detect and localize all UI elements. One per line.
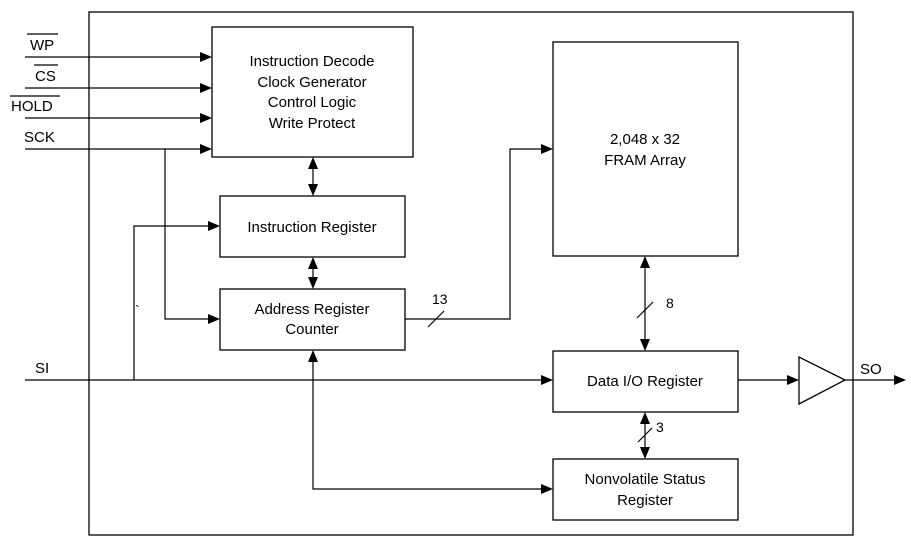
data-bus-slash <box>636 301 654 319</box>
sck-signal: SCK <box>24 129 220 324</box>
wp-label: WP <box>30 37 54 54</box>
status-bus: 3 <box>637 412 664 459</box>
control-instruction-bus <box>308 157 318 196</box>
status-bus-slash <box>637 427 653 443</box>
address-bus-slash <box>427 310 445 328</box>
address-register-block: Address Register Counter <box>219 288 406 351</box>
so-signal: SO <box>738 361 906 385</box>
address-register-line-1: Address Register <box>254 301 369 318</box>
instruction-address-bus <box>308 257 318 289</box>
data-bus: 8 <box>636 256 674 351</box>
so-label: SO <box>860 361 882 378</box>
status-bus-width: 3 <box>656 419 664 435</box>
data-bus-width: 8 <box>666 295 674 311</box>
address-bus: 13 <box>405 144 553 328</box>
cs-label: CS <box>35 68 56 85</box>
address-bus-width: 13 <box>432 291 448 307</box>
wp-signal: WP <box>25 33 212 62</box>
output-buffer <box>798 355 847 406</box>
control-line-3: Control Logic <box>268 94 357 111</box>
fram-array-block: 2,048 x 32 FRAM Array <box>552 41 739 257</box>
status-register-line-1: Nonvolatile Status <box>585 471 706 488</box>
address-register-line-2: Counter <box>285 321 338 338</box>
status-register-line-2: Register <box>617 492 673 509</box>
si-label: SI <box>35 360 49 377</box>
control-line-2: Clock Generator <box>257 74 366 91</box>
instruction-register-label: Instruction Register <box>247 219 376 236</box>
fram-array-line-1: 2,048 x 32 <box>610 131 680 148</box>
hold-signal: HOLD <box>10 95 212 123</box>
stray-mark: ` <box>135 302 140 318</box>
address-status-link <box>308 350 553 494</box>
sck-label: SCK <box>24 129 55 146</box>
data-io-register-label: Data I/O Register <box>587 373 703 390</box>
si-signal: SI <box>25 221 553 385</box>
control-line-1: Instruction Decode <box>249 53 374 70</box>
data-io-register-block: Data I/O Register <box>552 350 739 413</box>
control-logic-block: Instruction Decode Clock Generator Contr… <box>211 26 414 158</box>
hold-label: HOLD <box>11 98 53 115</box>
control-line-4: Write Protect <box>269 115 356 132</box>
fram-array-line-2: FRAM Array <box>604 152 686 169</box>
status-register-block: Nonvolatile Status Register <box>552 458 739 521</box>
cs-signal: CS <box>25 64 212 93</box>
instruction-register-block: Instruction Register <box>219 195 406 258</box>
